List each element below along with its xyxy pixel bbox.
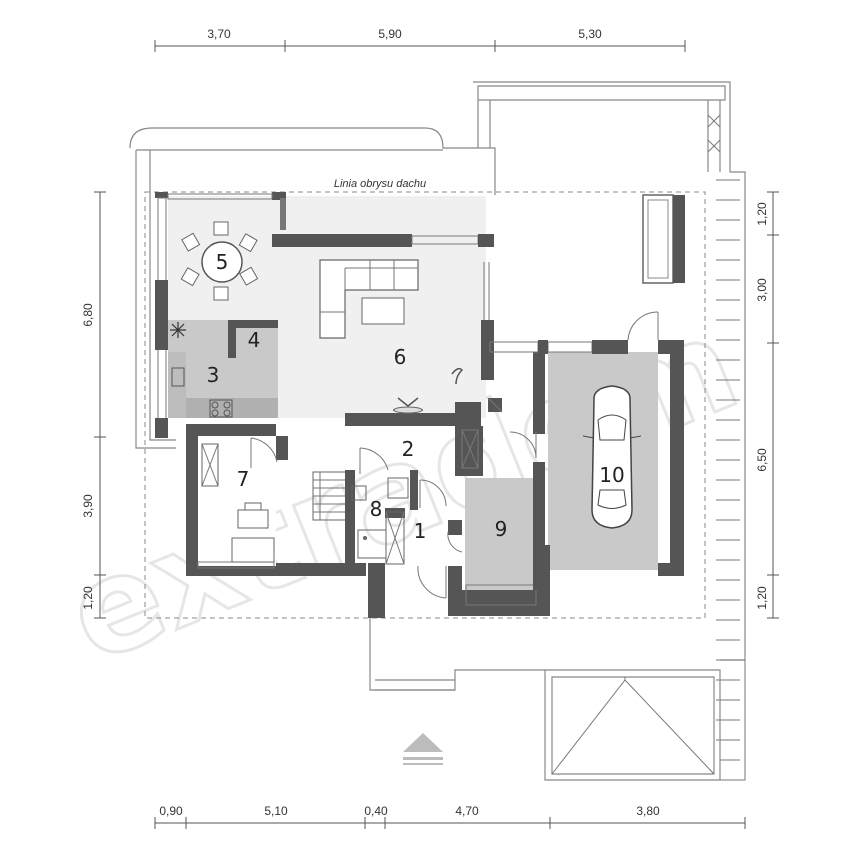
room-label-2: 2 bbox=[402, 437, 415, 461]
room-label-9: 9 bbox=[495, 517, 508, 541]
dim-right-4: 1,20 bbox=[755, 586, 769, 610]
dim-left-2: 3,90 bbox=[81, 494, 95, 518]
room-label-3: 3 bbox=[207, 363, 220, 387]
dim-bottom-3: 0,40 bbox=[364, 804, 388, 818]
room-label-5: 5 bbox=[216, 250, 229, 274]
dim-bottom-5: 3,80 bbox=[636, 804, 660, 818]
roof-outline-label: Linia obrysu dachu bbox=[334, 178, 426, 190]
room-labels: 1 2 3 4 5 6 7 8 9 10 bbox=[207, 250, 625, 543]
bottom-dimension-line: 0,90 5,10 0,40 4,70 3,80 bbox=[154, 804, 746, 829]
roof-outline: Linia obrysu dachu bbox=[144, 178, 706, 619]
dim-right-1: 1,20 bbox=[755, 202, 769, 226]
dim-left-3: 1,20 bbox=[81, 586, 95, 610]
room-label-8: 8 bbox=[370, 497, 383, 521]
terrace-outline bbox=[129, 127, 496, 449]
room-label-6: 6 bbox=[394, 345, 407, 369]
room-label-10: 10 bbox=[599, 463, 624, 487]
car-icon bbox=[582, 385, 642, 529]
dim-left-1: 6,80 bbox=[81, 303, 95, 327]
dim-top-2: 5,90 bbox=[378, 27, 402, 41]
dim-top-1: 3,70 bbox=[207, 27, 231, 41]
dim-bottom-4: 4,70 bbox=[455, 804, 479, 818]
coffee-table bbox=[361, 297, 405, 325]
left-dimension-line: 6,80 3,90 1,20 bbox=[81, 191, 106, 619]
dim-bottom-2: 5,10 bbox=[264, 804, 288, 818]
dining-table bbox=[201, 241, 243, 283]
entrance-arrow bbox=[403, 733, 443, 765]
dim-bottom-1: 0,90 bbox=[159, 804, 183, 818]
top-dimension-line: 3,70 5,90 5,30 bbox=[154, 27, 686, 52]
dim-right-2: 3,00 bbox=[755, 278, 769, 302]
room-label-1: 1 bbox=[414, 519, 427, 543]
furniture bbox=[168, 221, 642, 563]
dim-right-3: 6,50 bbox=[755, 448, 769, 472]
walls bbox=[155, 192, 684, 618]
room-label-4: 4 bbox=[248, 328, 261, 352]
doors bbox=[250, 311, 659, 599]
right-dimension-line: 1,20 3,00 6,50 1,20 bbox=[755, 191, 779, 619]
room-label-7: 7 bbox=[237, 467, 250, 491]
dim-top-3: 5,30 bbox=[578, 27, 602, 41]
porch-outline bbox=[369, 618, 746, 781]
triangle-up-icon bbox=[403, 733, 443, 752]
snowflake-icon bbox=[170, 322, 186, 338]
plant bbox=[451, 367, 464, 385]
